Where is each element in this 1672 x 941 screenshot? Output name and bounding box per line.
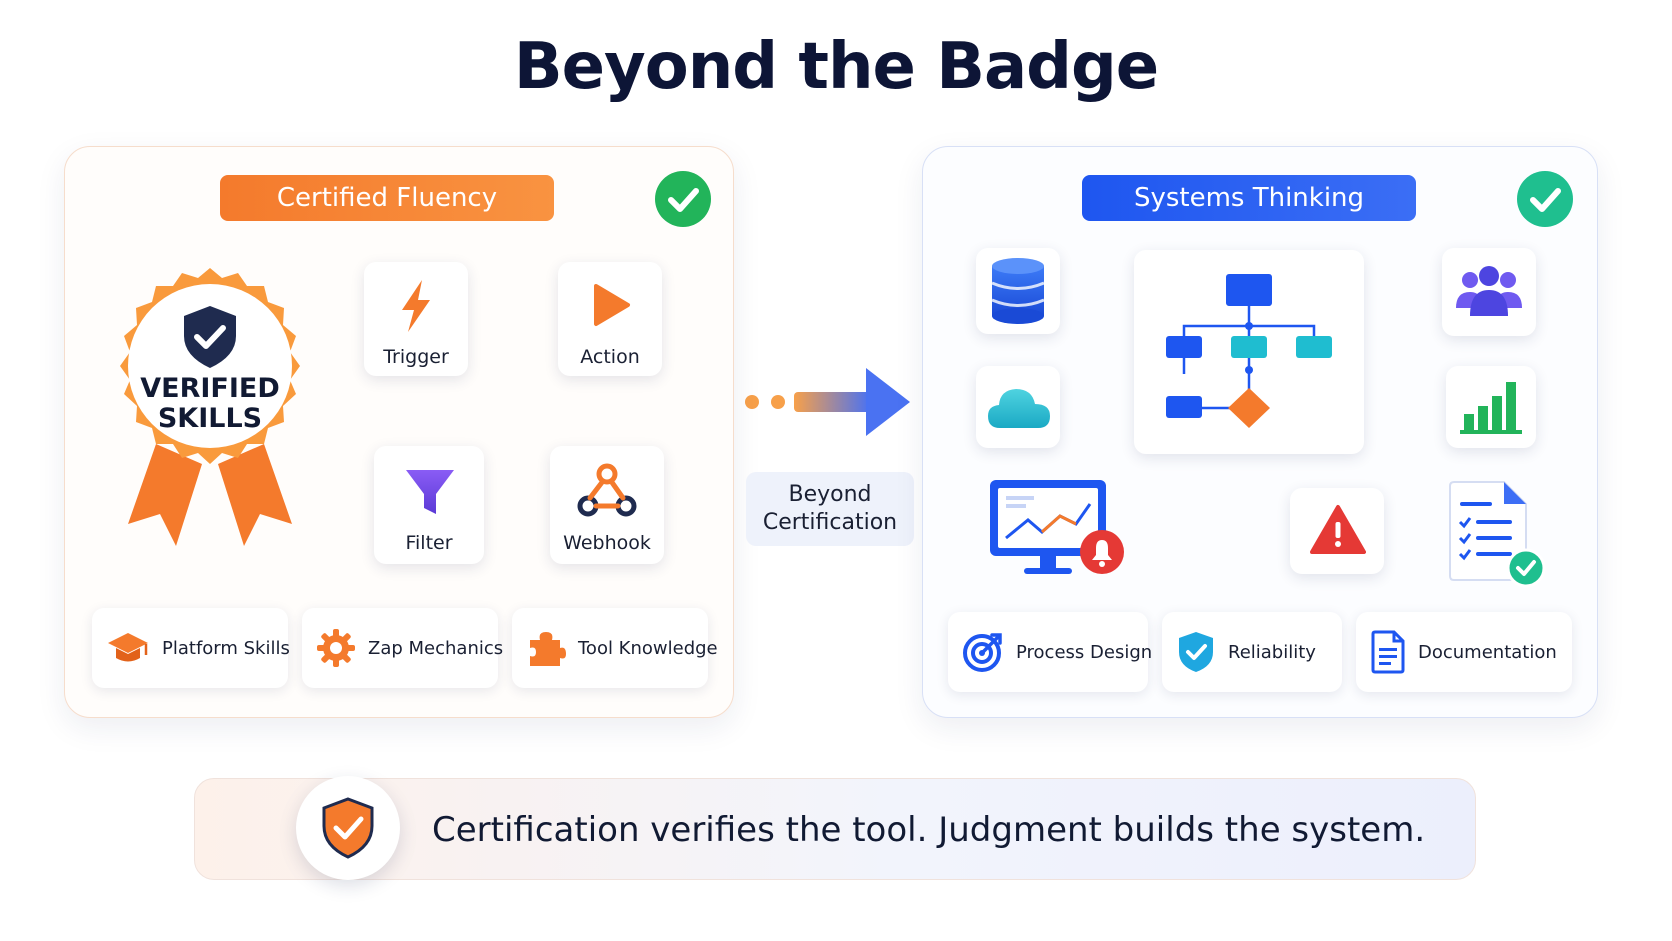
filter-node[interactable]: Filter xyxy=(374,446,484,564)
chip-label: Documentation xyxy=(1418,641,1557,663)
team-icon xyxy=(1456,266,1522,316)
badge-text: VERIFIED SKILLS xyxy=(130,374,290,434)
chip-label: Reliability xyxy=(1228,641,1316,663)
webhook-label: Webhook xyxy=(563,532,651,554)
flowchart-icon xyxy=(1166,274,1332,428)
page-title: Beyond the Badge xyxy=(513,30,1159,104)
cloud-icon xyxy=(988,389,1050,428)
chip-label: Process Design xyxy=(1016,641,1153,663)
chip-reliability[interactable]: Reliability xyxy=(1162,612,1342,692)
chip-platform-skills[interactable]: Platform Skills xyxy=(92,608,290,688)
transition-arrow xyxy=(745,368,910,436)
puzzle-icon xyxy=(530,632,566,666)
document-icon xyxy=(1371,630,1405,674)
beyond-line-2: Certification xyxy=(762,510,898,535)
analytics-node[interactable] xyxy=(1446,366,1536,448)
action-label: Action xyxy=(580,346,640,368)
chip-label: Platform Skills xyxy=(162,637,290,659)
play-icon xyxy=(594,284,630,326)
takeaway-banner xyxy=(194,778,1476,880)
banner-badge xyxy=(296,776,400,880)
graduation-cap-icon xyxy=(108,633,148,662)
bar-chart-icon xyxy=(1460,382,1522,434)
chip-zap-mechanics[interactable]: Zap Mechanics xyxy=(302,608,503,688)
check-circle-icon xyxy=(655,171,711,227)
database-icon xyxy=(991,258,1045,324)
chip-tool-knowledge[interactable]: Tool Knowledge xyxy=(512,608,718,688)
shield-check-icon xyxy=(322,797,374,859)
beyond-certification-label: Beyond Certification xyxy=(746,472,914,546)
gear-icon xyxy=(317,629,355,667)
database-node[interactable] xyxy=(976,248,1060,334)
warning-icon xyxy=(1310,505,1366,554)
action-node[interactable]: Action xyxy=(558,262,662,376)
check-circle-icon xyxy=(1517,171,1573,227)
shield-check-icon xyxy=(1179,632,1213,672)
trigger-node[interactable]: Trigger xyxy=(364,262,468,376)
chip-process-design[interactable]: Process Design xyxy=(948,612,1152,692)
shield-check-icon xyxy=(184,306,236,368)
systems-thinking-header: Systems Thinking xyxy=(1082,175,1416,221)
badge-line-1: VERIFIED xyxy=(140,373,280,404)
chip-documentation[interactable]: Documentation xyxy=(1356,612,1572,692)
chip-label: Zap Mechanics xyxy=(368,637,504,659)
badge-line-2: SKILLS xyxy=(157,403,263,434)
lightning-icon xyxy=(402,280,430,332)
filter-label: Filter xyxy=(405,532,453,554)
funnel-icon xyxy=(406,470,454,514)
warning-node[interactable] xyxy=(1290,488,1384,574)
chip-label: Tool Knowledge xyxy=(578,637,718,659)
webhook-icon xyxy=(577,463,637,517)
process-flow-node[interactable] xyxy=(1134,250,1364,454)
certified-fluency-header: Certified Fluency xyxy=(220,175,554,221)
banner-text: Certification verifies the tool. Judgmen… xyxy=(432,810,1426,850)
webhook-node[interactable]: Webhook xyxy=(550,446,664,564)
beyond-line-1: Beyond xyxy=(788,482,872,507)
target-icon xyxy=(963,633,1002,672)
team-node[interactable] xyxy=(1442,248,1536,336)
checklist-document-icon xyxy=(1449,481,1546,588)
cloud-node[interactable] xyxy=(976,366,1060,448)
monitor-alert-icon xyxy=(990,480,1124,574)
trigger-label: Trigger xyxy=(383,346,449,368)
